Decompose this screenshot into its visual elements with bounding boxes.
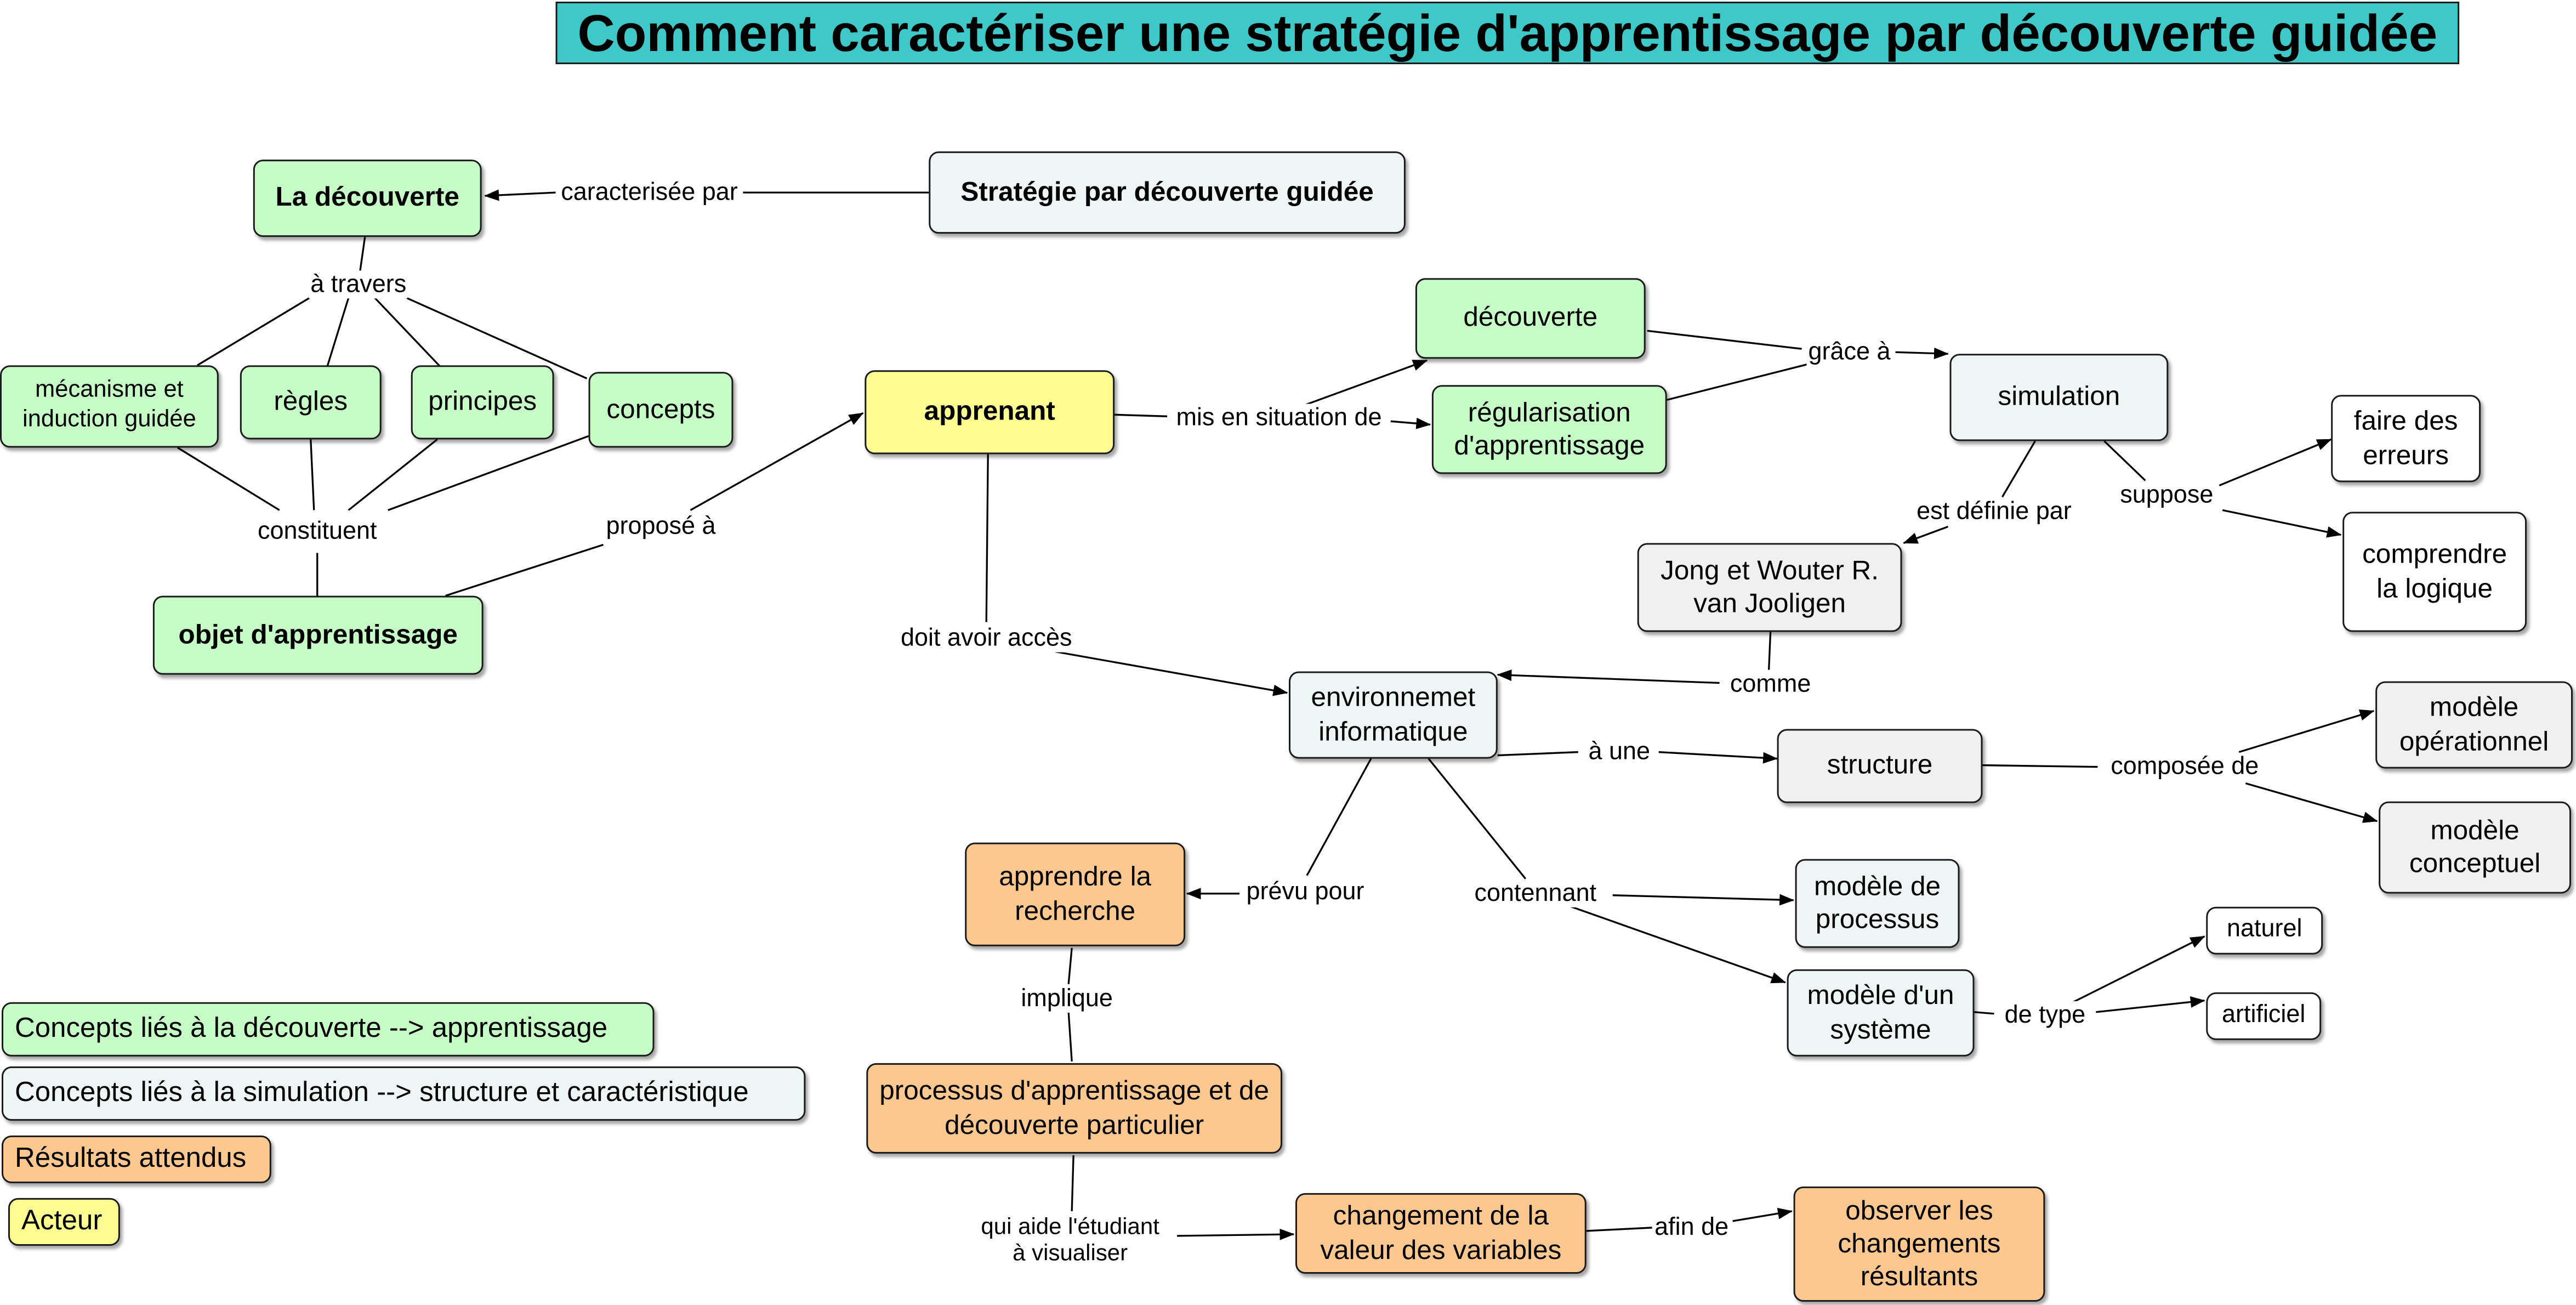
node-environnement-informatique: environnemet informatique — [1288, 671, 1498, 759]
node-faire-des-erreurs: faire des erreurs — [2331, 395, 2481, 483]
node-processus-apprentissage: processus d'apprentissage et de découver… — [866, 1063, 1283, 1154]
link-label-contenant: contennant — [1472, 879, 1599, 908]
node-structure: structure — [1777, 729, 1983, 803]
link-label-suppose: suppose — [2118, 481, 2215, 510]
node-modele-systeme: modèle d'un système — [1787, 969, 1975, 1057]
link-label-qui-aide-line2: à visualiser — [1013, 1239, 1128, 1266]
legend-simulation: Concepts liés à la simulation --> struct… — [1, 1066, 806, 1121]
node-concepts: concepts — [588, 372, 733, 448]
node-la-decouverte: La découverte — [253, 160, 482, 237]
link-label-mis-en-situation: mis en situation de — [1174, 404, 1384, 433]
link-label-implique: implique — [1019, 984, 1114, 1013]
node-strategie: Stratégie par découverte guidée — [929, 151, 1406, 234]
node-modele-conceptuel: modèle conceptuel — [2379, 801, 2571, 894]
node-artificiel: artificiel — [2206, 992, 2322, 1040]
link-label-qui-aide: qui aide l'étudiant à visualiser — [979, 1212, 1161, 1266]
node-decouverte: découverte — [1415, 278, 1646, 359]
link-label-comme: comme — [1728, 670, 1813, 699]
legend-actor: Acteur — [8, 1198, 120, 1246]
link-label-a-une: à une — [1586, 737, 1652, 767]
link-label-prevu-pour: prévu pour — [1244, 877, 1366, 906]
node-modele-de-processus: modèle de processus — [1795, 859, 1960, 948]
node-changement-variables: changement de la valeur des variables — [1295, 1193, 1586, 1274]
node-jong-van-jooligen: Jong et Wouter R. van Jooligen — [1637, 543, 1902, 632]
node-mecanisme: mécanisme et induction guidée — [0, 365, 219, 448]
link-label-propose-a: proposé à — [604, 512, 718, 541]
node-principes: principes — [411, 365, 554, 440]
page-title: Comment caractériser une stratégie d'app… — [555, 2, 2460, 65]
link-label-grace-a: grâce à — [1806, 338, 1892, 367]
legend-results: Résultats attendus — [1, 1135, 271, 1183]
link-label-composee-de: composée de — [2109, 752, 2261, 781]
node-modele-operationnel: modèle opérationnel — [2375, 681, 2573, 769]
link-label-constituent: constituent — [255, 517, 379, 546]
node-apprenant: apprenant — [865, 370, 1115, 455]
link-label-qui-aide-line1: qui aide l'étudiant — [981, 1212, 1159, 1239]
node-simulation: simulation — [1949, 354, 2169, 441]
link-label-est-definie-par: est définie par — [1915, 497, 2073, 526]
node-naturel: naturel — [2206, 906, 2323, 955]
node-apprendre-la-recherche: apprendre la recherche — [965, 842, 1186, 946]
node-comprendre-la-logique: comprendre la logique — [2342, 512, 2527, 632]
node-observer-changements: observer les changements résultants — [1793, 1186, 2045, 1302]
node-regularisation: régularisation d'apprentissage — [1431, 385, 1667, 474]
link-label-doit-avoir-acces: doit avoir accès — [899, 624, 1074, 653]
link-label-caracterisee-par: caracterisée par — [559, 178, 740, 207]
legend-discovery: Concepts liés à la découverte --> appren… — [1, 1002, 655, 1057]
node-regles: règles — [240, 365, 382, 440]
link-label-afin-de: afin de — [1653, 1213, 1731, 1242]
link-label-de-type: de type — [2003, 1001, 2088, 1030]
link-label-a-travers: à travers — [309, 270, 408, 299]
node-objet-apprentissage: objet d'apprentissage — [152, 595, 484, 675]
